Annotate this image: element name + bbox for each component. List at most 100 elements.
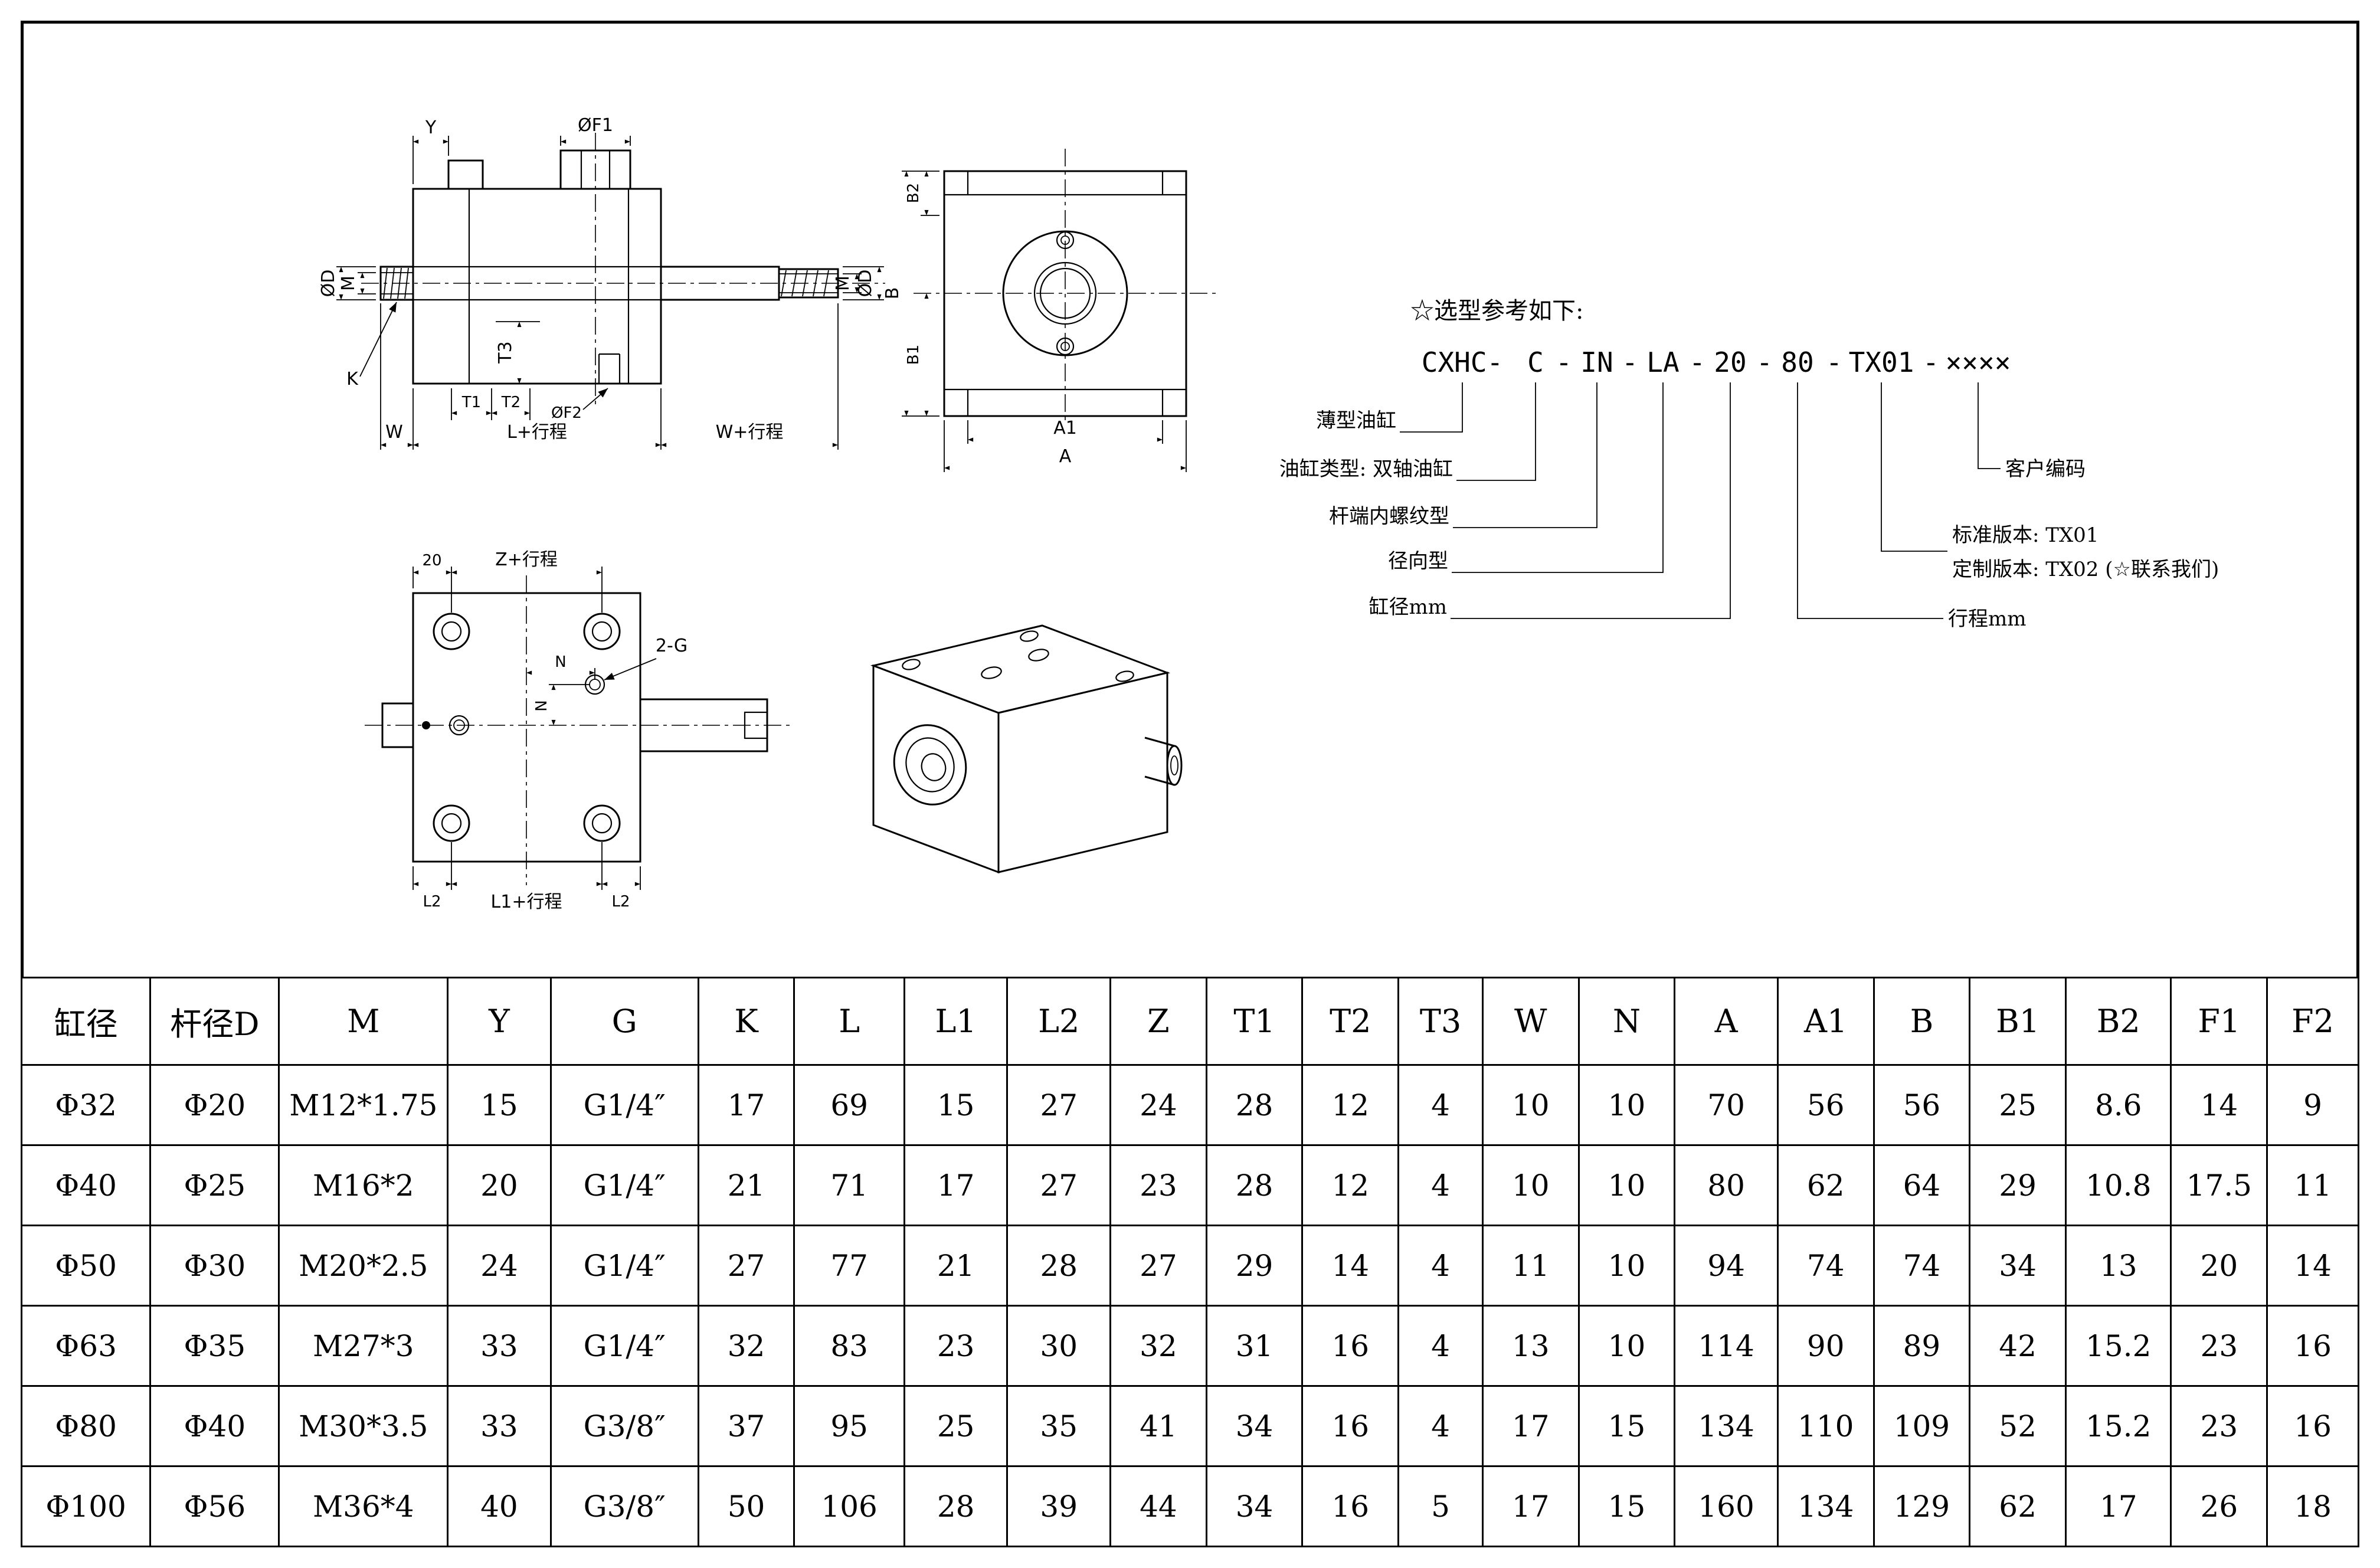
column-header-19: B2	[2064, 977, 2172, 1066]
dim-label-2g: 2-G	[656, 636, 688, 656]
column-header-11: T2	[1301, 977, 1400, 1066]
table-cell: 17	[903, 1144, 1009, 1226]
technical-drawing: Y ØF1 ØD M K M ØD T3 T1	[318, 115, 2219, 912]
column-header-17: B	[1872, 977, 1971, 1066]
table-cell: 15	[447, 1064, 552, 1146]
column-header-18: B1	[1969, 977, 2067, 1066]
dim-label-f1: ØF1	[578, 115, 613, 136]
table-cell: 25	[1969, 1064, 2067, 1146]
table-cell: 4	[1397, 1144, 1484, 1226]
table-cell: 11	[1481, 1225, 1580, 1307]
label-customer-code: 客户编码	[2005, 457, 2086, 481]
table-cell: 27	[697, 1225, 795, 1307]
column-header-7: L1	[903, 977, 1009, 1066]
dim-label-t1: T1	[461, 394, 481, 411]
table-cell: Φ25	[149, 1144, 280, 1226]
table-cell: 16	[2266, 1385, 2359, 1467]
table-cell: 77	[793, 1225, 905, 1307]
table-cell: 106	[793, 1465, 905, 1547]
dim-label-d-right: ØD	[855, 270, 876, 297]
dim-label-t2: T2	[501, 394, 520, 411]
table-cell: 31	[1205, 1305, 1304, 1387]
dim-label-y: Y	[425, 117, 437, 138]
table-cell: 129	[1872, 1465, 1971, 1547]
column-header-14: N	[1577, 977, 1676, 1066]
column-header-9: Z	[1109, 977, 1207, 1066]
label-standard-version: 标准版本: TX01	[1952, 523, 2099, 547]
dim-label-20: 20	[422, 552, 441, 569]
table-cell: G1/4″	[549, 1225, 699, 1307]
table-cell: 15.2	[2064, 1385, 2172, 1467]
label-custom-version: 定制版本: TX02 (☆联系我们)	[1952, 558, 2219, 581]
table-cell: 28	[903, 1465, 1009, 1547]
table-cell: 114	[1674, 1305, 1779, 1387]
table-cell: 30	[1006, 1305, 1112, 1387]
table-cell: 64	[1872, 1144, 1971, 1226]
dim-label-l-stroke: L+行程	[507, 422, 567, 443]
table-cell: 18	[2266, 1465, 2359, 1547]
table-cell: 89	[1872, 1305, 1971, 1387]
dim-label-m-right: M	[833, 276, 853, 291]
dim-label-l1-stroke: L1+行程	[491, 892, 562, 912]
table-cell: 134	[1776, 1465, 1875, 1547]
table-cell: 27	[1109, 1225, 1207, 1307]
table-cell: 23	[2170, 1385, 2268, 1467]
table-cell: 12	[1301, 1144, 1400, 1226]
table-cell: 24	[447, 1225, 552, 1307]
code-part-rod-thread: IN	[1580, 346, 1613, 378]
label-thin-cylinder: 薄型油缸	[1316, 409, 1396, 433]
code-dash: -	[1689, 346, 1705, 378]
table-cell: 110	[1776, 1385, 1875, 1467]
table-cell: G1/4″	[549, 1305, 699, 1387]
column-header-16: A1	[1776, 977, 1875, 1066]
dim-label-w-stroke: W+行程	[716, 422, 784, 443]
dim-label-n2: N	[555, 653, 566, 671]
table-cell: 62	[1776, 1144, 1875, 1226]
table-cell: 35	[1006, 1385, 1112, 1467]
table-cell: 56	[1776, 1064, 1875, 1146]
table-cell: Φ32	[20, 1064, 152, 1146]
table-cell: 13	[1481, 1305, 1580, 1387]
table-cell: 17.5	[2170, 1144, 2268, 1226]
code-part-version: TX01	[1849, 346, 1914, 378]
table-cell: 90	[1776, 1305, 1875, 1387]
column-header-15: A	[1674, 977, 1779, 1066]
table-cell: 80	[1674, 1144, 1779, 1226]
table-cell: 33	[447, 1305, 552, 1387]
table-cell: M16*2	[278, 1144, 449, 1226]
table-cell: 5	[1397, 1465, 1484, 1547]
table-cell: 10	[1577, 1225, 1676, 1307]
table-cell: 24	[1109, 1064, 1207, 1146]
table-cell: 10	[1577, 1305, 1676, 1387]
table-cell: 44	[1109, 1465, 1207, 1547]
table-cell: 16	[1301, 1465, 1400, 1547]
label-stroke-mm: 行程mm	[1948, 607, 2026, 631]
code-dash: -	[1826, 346, 1842, 378]
table-cell: 4	[1397, 1385, 1484, 1467]
table-cell: 4	[1397, 1064, 1484, 1146]
code-part-series: CXHC-	[1422, 346, 1503, 378]
dim-label-a1: A1	[1053, 418, 1077, 438]
selection-guide: ☆选型参考如下: CXHC- C - IN - LA - 20 - 80 - T…	[1279, 297, 2219, 631]
table-cell: 160	[1674, 1465, 1779, 1547]
table-cell: 17	[697, 1064, 795, 1146]
table-cell: 95	[793, 1385, 905, 1467]
table-cell: 11	[2266, 1144, 2359, 1226]
table-cell: 56	[1872, 1064, 1971, 1146]
dim-label-b: B	[882, 287, 903, 300]
label-rod-end-thread: 杆端内螺纹型	[1329, 505, 1449, 528]
table-cell: 15.2	[2064, 1305, 2172, 1387]
table-cell: 16	[1301, 1305, 1400, 1387]
table-cell: 15	[903, 1064, 1009, 1146]
dim-label-b2: B2	[905, 183, 922, 203]
table-cell: 41	[1109, 1385, 1207, 1467]
dim-label-l2b: L2	[611, 893, 630, 911]
code-part-type: C	[1527, 346, 1544, 378]
table-cell: 10	[1481, 1064, 1580, 1146]
column-header-21: F2	[2266, 977, 2359, 1066]
